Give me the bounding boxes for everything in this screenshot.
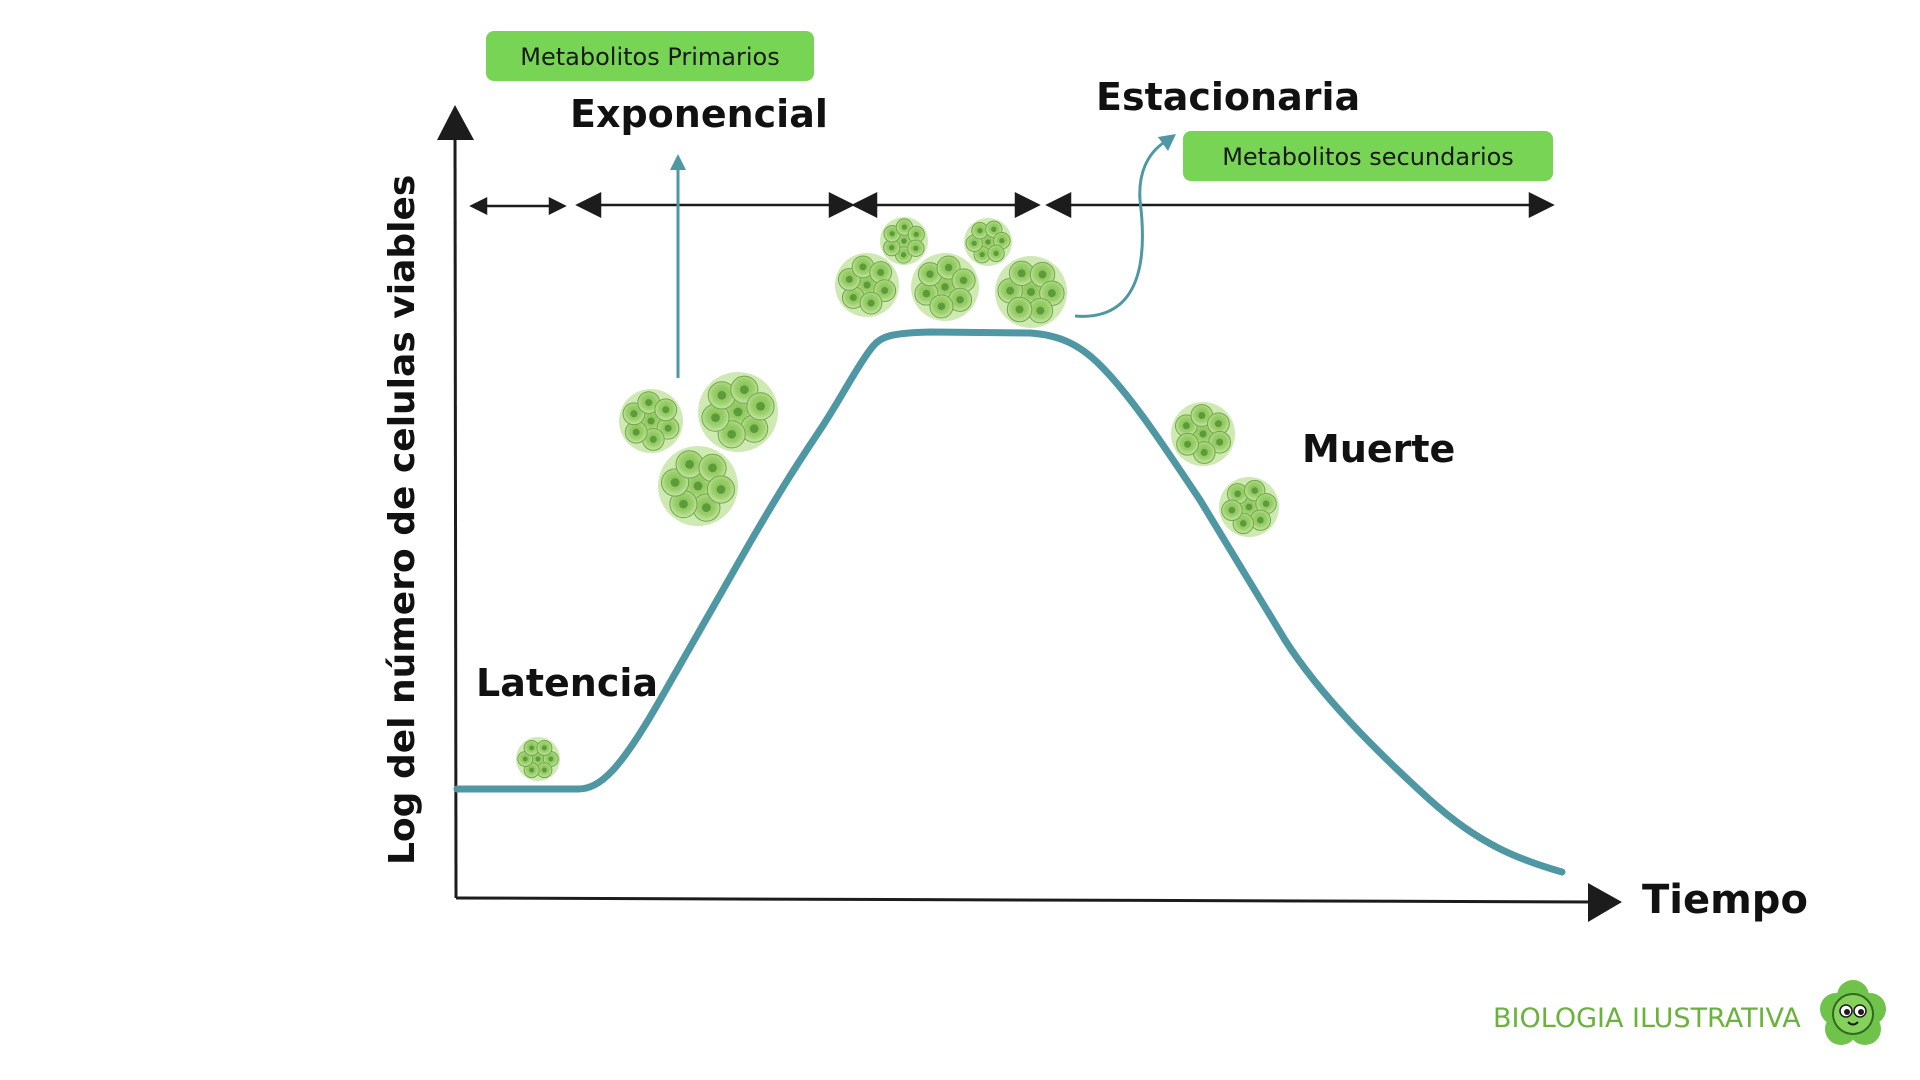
stationary-duration-arrow	[851, 191, 1041, 219]
bacteria-colonies	[516, 217, 1279, 781]
growth-curve	[453, 328, 1566, 876]
lag-duration-arrow	[469, 196, 567, 216]
bacteria-colony-icon	[995, 256, 1067, 328]
y-axis-label: Log del número de celulas viables	[382, 175, 423, 865]
x-axis-label: Tiempo	[1642, 877, 1808, 923]
y-axis-line	[453, 129, 458, 899]
primary-metabolite-arrow	[670, 154, 686, 378]
brand-logo: BIOLOGIA ILUSTRATIVA	[1493, 980, 1886, 1045]
bacteria-colony-icon	[835, 253, 899, 317]
secondary-metabolites-tag: Metabolitos secundarios	[1183, 131, 1553, 181]
bacteria-colony-icon	[658, 446, 738, 526]
death-phase-label: Muerte	[1302, 427, 1455, 471]
bacteria-colony-icon	[911, 253, 979, 321]
x-axis-line	[455, 896, 1596, 904]
primary-metabolites-tag: Metabolitos Primarios	[486, 31, 814, 81]
stationary-phase-label: Estacionaria	[1096, 75, 1360, 119]
mascot-icon	[1820, 980, 1886, 1045]
lag-phase-label: Latencia	[476, 661, 658, 705]
bacteria-colony-icon	[698, 372, 778, 452]
bacteria-colony-icon	[1171, 402, 1235, 466]
secondary-metabolites-text: Metabolitos secundarios	[1222, 143, 1514, 171]
bacteria-colony-icon	[964, 218, 1012, 266]
bacteria-colony-icon	[619, 389, 683, 453]
y-axis-arrowhead	[437, 105, 474, 140]
secondary-metabolite-arrow	[1074, 134, 1176, 318]
primary-metabolites-text: Metabolitos Primarios	[520, 43, 779, 71]
bacteria-colony-icon	[880, 217, 928, 265]
x-axis-arrowhead	[1588, 883, 1622, 922]
bacteria-colony-icon	[1219, 477, 1279, 537]
brand-wordmark: BIOLOGIA ILUSTRATIVA	[1493, 1003, 1801, 1034]
axes	[437, 105, 1622, 922]
bacteria-colony-icon	[516, 737, 560, 781]
exponential-phase-label: Exponencial	[570, 92, 828, 136]
death-duration-arrow	[1045, 191, 1555, 219]
phase-duration-arrows	[469, 191, 1555, 219]
exponential-duration-arrow	[575, 191, 855, 219]
